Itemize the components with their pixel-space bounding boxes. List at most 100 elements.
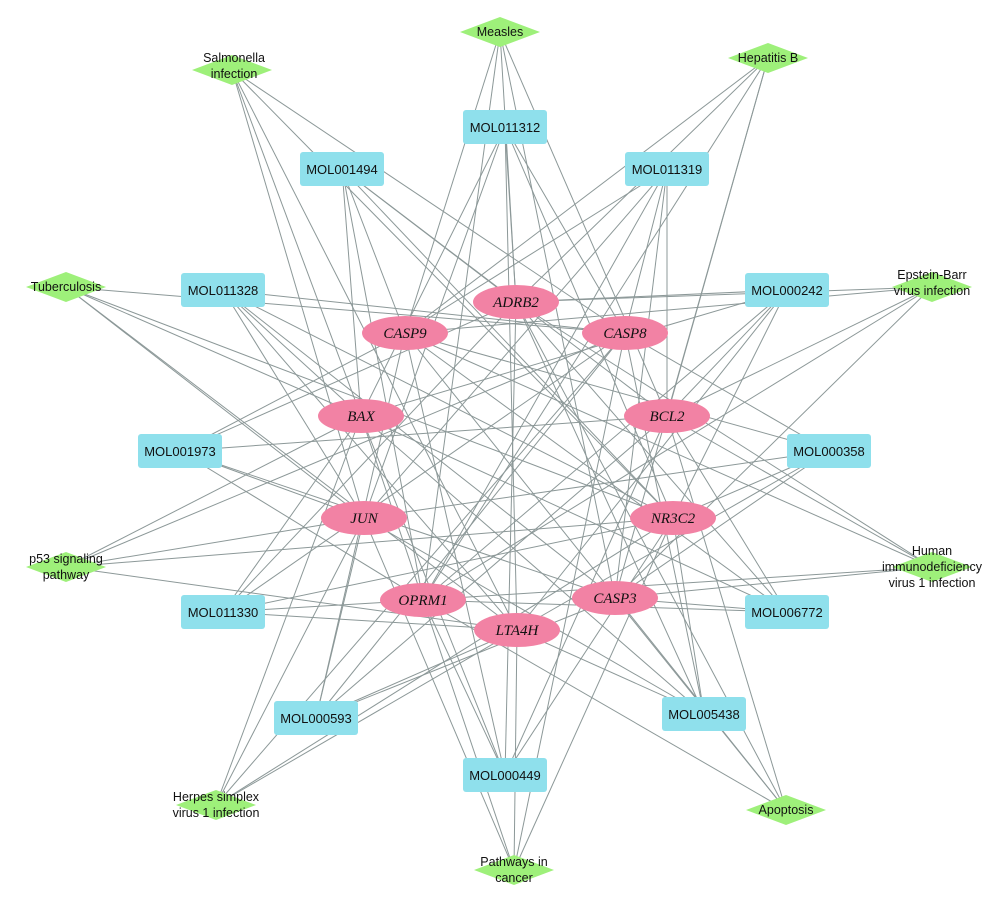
pathway-node-p53[interactable]: p53 signaling pathway <box>26 552 106 582</box>
edge-mol000358-casp8 <box>624 332 830 452</box>
compound-node-mol006772[interactable]: MOL006772 <box>745 595 829 629</box>
edge-mol001494-casp9 <box>341 168 406 334</box>
compound-label: MOL001494 <box>306 162 378 177</box>
gene-ellipse <box>630 501 716 535</box>
edge-mol005438-adrb2 <box>515 301 705 715</box>
gene-node-jun[interactable]: JUN <box>321 501 407 535</box>
edge-ebv-casp9 <box>404 286 933 334</box>
pathway-label-line: Hepatitis B <box>738 51 798 65</box>
compound-node-mol000242[interactable]: MOL000242 <box>745 273 829 307</box>
compound-node-mol000449[interactable]: MOL000449 <box>463 758 547 792</box>
compound-node-mol005438[interactable]: MOL005438 <box>662 697 746 731</box>
edge-p53-bax <box>65 415 362 568</box>
edge-mol006772-adrb2 <box>515 301 788 613</box>
gene-label: CASP8 <box>603 326 647 342</box>
edge-hepatitis_b-casp9 <box>404 57 769 334</box>
pathway-label-line: Pathways in <box>480 855 547 869</box>
pathway-label-line: Apoptosis <box>759 803 814 817</box>
gene-node-adrb2[interactable]: ADRB2 <box>473 285 559 319</box>
edge-tuberculosis-bax <box>65 286 362 417</box>
pathway-diamond <box>26 272 106 302</box>
edge-mol011328-nr3c2 <box>222 289 674 519</box>
edge-ebv-bcl2 <box>666 286 933 417</box>
edge-mol011330-casp8 <box>222 332 626 613</box>
edge-mol011330-lta4h <box>222 611 518 631</box>
gene-node-lta4h[interactable]: LTA4H <box>474 613 560 647</box>
gene-label: OPRM1 <box>398 593 447 609</box>
edge-mol011328-casp3 <box>222 289 616 599</box>
pathway-label-line: cancer <box>495 871 533 885</box>
compound-node-mol011312[interactable]: MOL011312 <box>463 110 547 144</box>
edge-mol006772-bcl2 <box>666 415 788 613</box>
pathway-node-hepatitis-b[interactable]: Hepatitis B <box>728 43 808 73</box>
pathway-label-line: pathway <box>43 568 90 582</box>
edge-cancer-lta4h <box>513 629 518 871</box>
compound-box <box>274 701 358 735</box>
pathway-node-tuberculosis[interactable]: Tuberculosis <box>26 272 106 302</box>
edge-hiv-bcl2 <box>666 415 933 568</box>
edge-layer <box>65 31 933 871</box>
pathway-label-line: immunodeficiency <box>882 560 983 574</box>
compound-node-mol011330[interactable]: MOL011330 <box>181 595 265 629</box>
gene-label: NR3C2 <box>650 511 696 527</box>
pathway-diamond <box>176 790 256 820</box>
edge-mol011330-adrb2 <box>222 301 517 613</box>
pathway-label-line: virus infection <box>894 284 970 298</box>
gene-node-oprm1[interactable]: OPRM1 <box>380 583 466 617</box>
edge-mol001973-casp9 <box>179 332 406 452</box>
compound-box <box>463 758 547 792</box>
compound-node-mol011328[interactable]: MOL011328 <box>181 273 265 307</box>
edge-tuberculosis-casp8 <box>65 286 626 334</box>
compound-label: MOL011312 <box>470 120 541 135</box>
pathway-label-line: p53 signaling <box>29 552 103 566</box>
gene-ellipse <box>572 581 658 615</box>
edge-mol011328-bax <box>222 289 362 417</box>
compound-box <box>787 434 871 468</box>
edge-mol000449-casp9 <box>404 332 506 776</box>
pathway-node-measles[interactable]: Measles <box>460 17 540 47</box>
edge-cancer-bax <box>360 415 515 871</box>
gene-node-bax[interactable]: BAX <box>318 399 404 433</box>
edge-mol000593-casp3 <box>315 597 616 719</box>
gene-node-nr3c2[interactable]: NR3C2 <box>630 501 716 535</box>
pathway-node-apoptosis[interactable]: Apoptosis <box>746 795 826 825</box>
gene-node-casp3[interactable]: CASP3 <box>572 581 658 615</box>
edge-mol000242-bcl2 <box>666 289 788 417</box>
edge-cancer-nr3c2 <box>513 517 674 871</box>
gene-ellipse <box>473 285 559 319</box>
gene-node-casp8[interactable]: CASP8 <box>582 316 668 350</box>
gene-node-casp9[interactable]: CASP9 <box>362 316 448 350</box>
edge-measles-adrb2 <box>499 31 517 303</box>
edge-cancer-jun <box>363 517 515 871</box>
edge-salmonella-bax <box>231 69 362 417</box>
compound-box <box>662 697 746 731</box>
edge-salmonella-nr3c2 <box>231 69 674 519</box>
compound-node-mol000358[interactable]: MOL000358 <box>787 434 871 468</box>
edge-measles-bcl2 <box>499 31 668 417</box>
edge-mol000593-jun <box>315 517 365 719</box>
edge-mol011319-casp3 <box>614 168 668 599</box>
compound-label: MOL011328 <box>188 283 259 298</box>
gene-label: LTA4H <box>495 623 540 639</box>
pathway-label-line: infection <box>211 67 258 81</box>
edge-p53-casp8 <box>65 332 626 568</box>
edge-mol000593-bcl2 <box>315 415 668 719</box>
pathway-node-cancer[interactable]: Pathways in cancer <box>474 855 554 885</box>
edge-mol000358-jun <box>363 450 830 519</box>
compound-box <box>463 110 547 144</box>
compound-node-mol011319[interactable]: MOL011319 <box>625 152 709 186</box>
compound-node-mol000593[interactable]: MOL000593 <box>274 701 358 735</box>
pathway-diamond <box>474 855 554 885</box>
pathway-diamond <box>460 17 540 47</box>
edge-tuberculosis-lta4h <box>65 286 518 631</box>
compound-box <box>745 273 829 307</box>
gene-node-bcl2[interactable]: BCL2 <box>624 399 710 433</box>
compound-label: MOL000242 <box>751 283 823 298</box>
compound-node-mol001973[interactable]: MOL001973 <box>138 434 222 468</box>
edge-mol000449-oprm1 <box>422 599 506 776</box>
compound-node-mol001494[interactable]: MOL001494 <box>300 152 384 186</box>
